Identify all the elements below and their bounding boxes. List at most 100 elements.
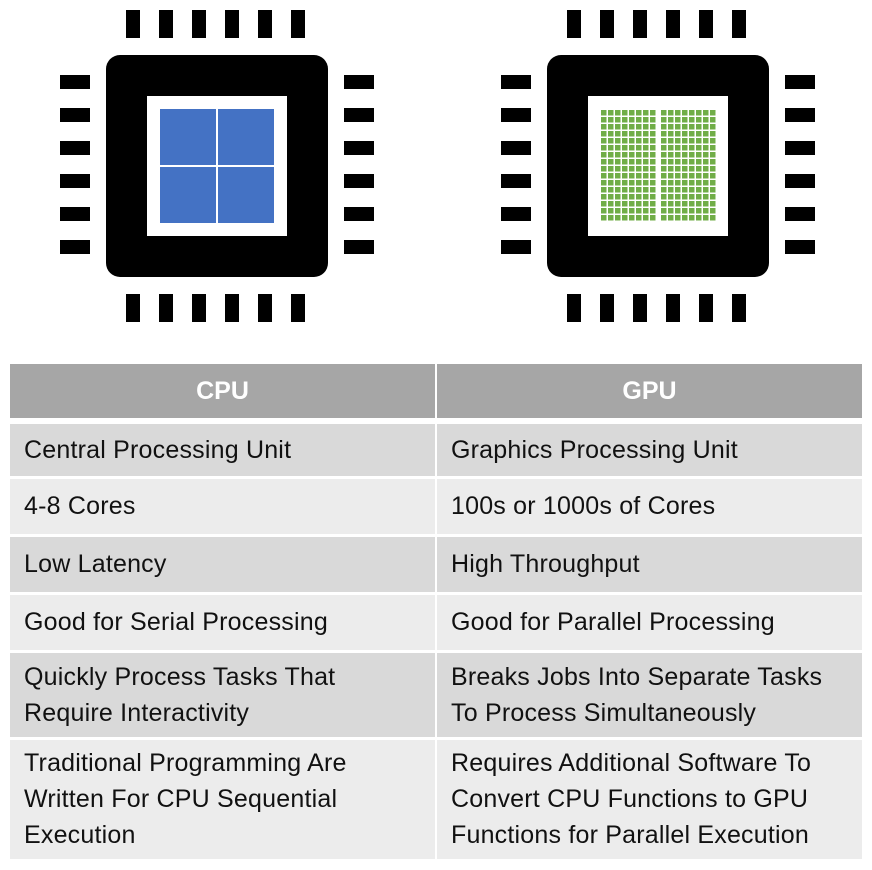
chip-pin-left xyxy=(60,207,90,221)
gpu-core xyxy=(608,131,614,137)
gpu-core xyxy=(608,152,614,158)
gpu-core xyxy=(661,131,667,137)
gpu-core xyxy=(629,201,635,207)
gpu-core xyxy=(643,131,649,137)
gpu-core xyxy=(703,173,709,179)
gpu-core xyxy=(703,194,709,200)
gpu-core xyxy=(636,201,642,207)
gpu-core xyxy=(601,173,607,179)
gpu-core xyxy=(703,138,709,144)
gpu-core xyxy=(601,131,607,137)
gpu-core xyxy=(661,201,667,207)
gpu-core xyxy=(710,187,716,193)
gpu-core xyxy=(675,138,681,144)
gpu-core xyxy=(710,138,716,144)
cpu-cell: 4-8 Cores xyxy=(10,477,437,537)
table-row: Central Processing Unit Graphics Process… xyxy=(10,421,862,479)
table-row: Low Latency High Throughput xyxy=(10,535,862,595)
gpu-core xyxy=(615,187,621,193)
gpu-core xyxy=(615,145,621,151)
gpu-core xyxy=(622,159,628,165)
gpu-core xyxy=(682,152,688,158)
gpu-core xyxy=(675,131,681,137)
gpu-core xyxy=(703,159,709,165)
gpu-core xyxy=(675,201,681,207)
gpu-core xyxy=(622,124,628,130)
gpu-core xyxy=(601,159,607,165)
gpu-core xyxy=(710,117,716,123)
gpu-core xyxy=(661,124,667,130)
gpu-core xyxy=(710,152,716,158)
gpu-core xyxy=(615,152,621,158)
gpu-core xyxy=(629,180,635,186)
gpu-core xyxy=(703,166,709,172)
cpu-chip-icon xyxy=(50,0,430,330)
chip-pin-top xyxy=(225,10,239,38)
gpu-cell: Requires Additional Software To Convert … xyxy=(436,738,862,862)
gpu-core xyxy=(696,131,702,137)
table-row: Traditional Programming Are Written For … xyxy=(10,738,862,862)
gpu-core xyxy=(661,159,667,165)
chip-pin-bottom xyxy=(258,294,272,322)
gpu-core xyxy=(668,194,674,200)
gpu-core xyxy=(675,152,681,158)
gpu-core xyxy=(661,194,667,200)
gpu-core xyxy=(675,180,681,186)
chip-pin-left xyxy=(60,141,90,155)
gpu-core xyxy=(608,201,614,207)
chip-pin-top xyxy=(699,10,713,38)
gpu-core xyxy=(601,187,607,193)
gpu-core xyxy=(608,208,614,214)
gpu-chip-graphic xyxy=(501,10,815,322)
gpu-core xyxy=(689,215,695,221)
gpu-core xyxy=(668,110,674,116)
gpu-core xyxy=(682,187,688,193)
gpu-core xyxy=(682,131,688,137)
gpu-core xyxy=(689,201,695,207)
gpu-core xyxy=(661,208,667,214)
gpu-core xyxy=(703,201,709,207)
gpu-core xyxy=(601,110,607,116)
gpu-core xyxy=(689,152,695,158)
chip-pin-right xyxy=(344,207,374,221)
gpu-core xyxy=(636,187,642,193)
gpu-core xyxy=(601,152,607,158)
gpu-cell: Graphics Processing Unit xyxy=(436,421,862,479)
gpu-core xyxy=(689,117,695,123)
gpu-core xyxy=(668,117,674,123)
gpu-core xyxy=(643,159,649,165)
gpu-core xyxy=(615,215,621,221)
gpu-core xyxy=(650,187,656,193)
gpu-core xyxy=(601,138,607,144)
chip-pin-bottom xyxy=(633,294,647,322)
gpu-core xyxy=(668,159,674,165)
gpu-core xyxy=(661,173,667,179)
gpu-core xyxy=(636,138,642,144)
gpu-core xyxy=(601,201,607,207)
chip-pin-top xyxy=(666,10,680,38)
gpu-core xyxy=(675,124,681,130)
header-gpu: GPU xyxy=(436,364,862,424)
gpu-core xyxy=(615,201,621,207)
gpu-core xyxy=(615,173,621,179)
gpu-core xyxy=(643,117,649,123)
gpu-core xyxy=(650,124,656,130)
chip-pin-top xyxy=(633,10,647,38)
gpu-core xyxy=(675,145,681,151)
gpu-core xyxy=(636,194,642,200)
gpu-core xyxy=(636,180,642,186)
chip-pin-right xyxy=(785,207,815,221)
gpu-cell: High Throughput xyxy=(436,535,862,595)
chip-pin-bottom xyxy=(666,294,680,322)
gpu-core xyxy=(703,145,709,151)
gpu-cell: 100s or 1000s of Cores xyxy=(436,477,862,537)
table-row: 4-8 Cores 100s or 1000s of Cores xyxy=(10,477,862,537)
gpu-core xyxy=(682,208,688,214)
gpu-core xyxy=(650,152,656,158)
chip-pin-bottom xyxy=(192,294,206,322)
gpu-core xyxy=(629,138,635,144)
gpu-core xyxy=(682,201,688,207)
cpu-cell: Traditional Programming Are Written For … xyxy=(10,738,437,862)
chip-pin-right xyxy=(344,240,374,254)
table-row: Good for Serial Processing Good for Para… xyxy=(10,593,862,653)
